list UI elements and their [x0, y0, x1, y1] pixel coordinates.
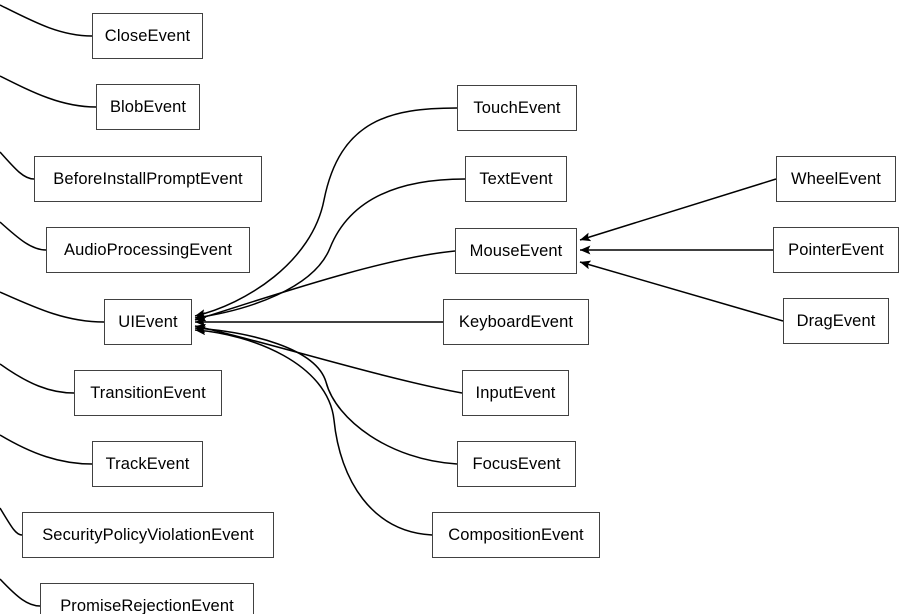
node-dragevent[interactable]: DragEvent [783, 298, 889, 344]
node-label: TextEvent [479, 169, 553, 188]
node-blobevent[interactable]: BlobEvent [96, 84, 200, 130]
node-label: PointerEvent [788, 240, 884, 259]
node-touchevent[interactable]: TouchEvent [457, 85, 577, 131]
node-textevent[interactable]: TextEvent [465, 156, 567, 202]
node-label: TransitionEvent [90, 383, 206, 402]
node-label: AudioProcessingEvent [63, 240, 232, 259]
node-label: KeyboardEvent [458, 312, 574, 331]
node-wheelevent[interactable]: WheelEvent [776, 156, 896, 202]
node-label: UIEvent [118, 312, 178, 331]
node-label: MouseEvent [469, 241, 563, 260]
node-uievent[interactable]: UIEvent [104, 299, 192, 345]
node-label: InputEvent [475, 383, 556, 402]
node-closeevent[interactable]: CloseEvent [92, 13, 203, 59]
node-pointerevent[interactable]: PointerEvent [773, 227, 899, 273]
node-label: CloseEvent [104, 26, 191, 45]
node-inputevent[interactable]: InputEvent [462, 370, 569, 416]
node-label: CompositionEvent [448, 525, 584, 544]
node-label: BeforeInstallPromptEvent [53, 169, 243, 188]
node-label: SecurityPolicyViolationEvent [42, 525, 254, 544]
node-label: FocusEvent [472, 454, 561, 473]
node-compositionevent[interactable]: CompositionEvent [432, 512, 600, 558]
node-securitypolicyviolationevent[interactable]: SecurityPolicyViolationEvent [22, 512, 274, 558]
node-keyboardevent[interactable]: KeyboardEvent [443, 299, 589, 345]
node-transitionevent[interactable]: TransitionEvent [74, 370, 222, 416]
node-label: WheelEvent [791, 169, 881, 188]
node-label: PromiseRejectionEvent [60, 596, 234, 614]
node-promiserejectionevent[interactable]: PromiseRejectionEvent [40, 583, 254, 614]
node-label: DragEvent [796, 311, 876, 330]
node-label: TouchEvent [473, 98, 561, 117]
node-focusevent[interactable]: FocusEvent [457, 441, 576, 487]
node-trackevent[interactable]: TrackEvent [92, 441, 203, 487]
node-beforeinstallpromptevent[interactable]: BeforeInstallPromptEvent [34, 156, 262, 202]
node-label: BlobEvent [109, 97, 187, 116]
node-label: TrackEvent [105, 454, 190, 473]
node-mouseevent[interactable]: MouseEvent [455, 228, 577, 274]
node-audioprocessingevent[interactable]: AudioProcessingEvent [46, 227, 250, 273]
